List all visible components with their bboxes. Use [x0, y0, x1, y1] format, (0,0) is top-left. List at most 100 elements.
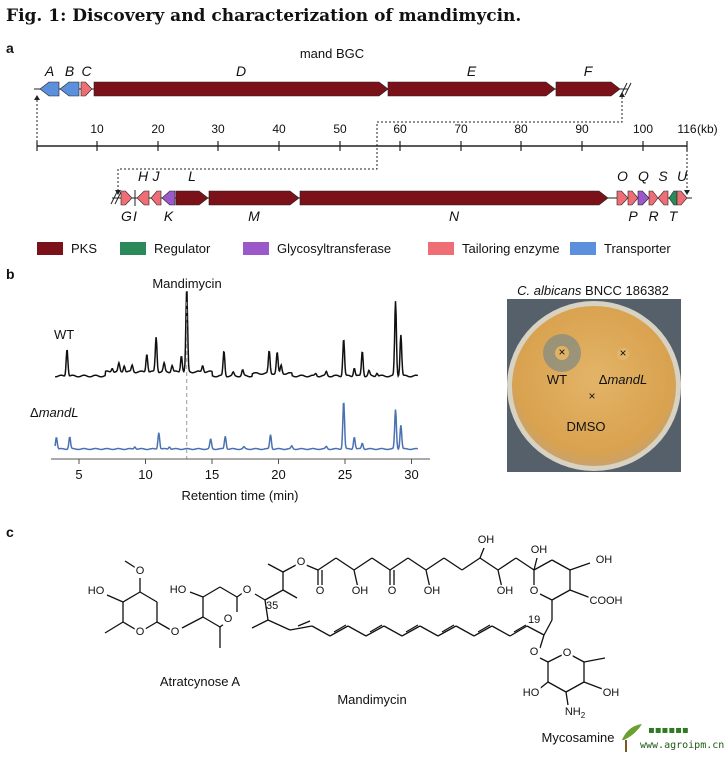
chemical-bond — [539, 593, 553, 601]
chemical-bond — [473, 625, 493, 637]
legend-swatch — [570, 242, 596, 255]
mandL-text: mandL — [607, 372, 648, 387]
chemical-bond — [539, 634, 545, 649]
c19-label: 19 — [528, 614, 541, 626]
x-axis-title: Retention time (min) — [181, 488, 299, 503]
mandL-text: mandL — [38, 405, 79, 420]
atom-oh: OH — [476, 534, 496, 546]
gene-label-T: T — [668, 208, 678, 224]
chemical-bond — [407, 557, 427, 571]
chemical-bond — [437, 625, 457, 637]
atom-oh: OH — [601, 687, 621, 699]
atom-o: O — [528, 585, 540, 597]
chemical-bond — [353, 557, 373, 571]
kb-tick-label: 100 — [632, 122, 654, 136]
chemical-bond — [583, 657, 606, 663]
trace-mandL — [54, 402, 419, 451]
x-tick-label: 5 — [75, 467, 83, 482]
chemical-bond — [565, 691, 569, 706]
watermark-url: www.agroipm.cn — [640, 740, 725, 751]
chemical-bond — [305, 564, 319, 571]
legend-swatch — [243, 242, 269, 255]
gene-F — [555, 81, 621, 97]
chemical-bond — [122, 591, 141, 603]
chemical-bond — [289, 625, 313, 631]
atom-o: O — [241, 584, 253, 596]
atom-ho: HO — [86, 585, 106, 597]
chemical-bond — [551, 559, 571, 571]
chemical-bond — [497, 557, 517, 571]
legend-swatch — [120, 242, 146, 255]
chemical-bond — [369, 624, 383, 633]
gene-R — [648, 190, 659, 206]
dmso-spot-mark: × — [588, 389, 596, 403]
atom-o: O — [134, 626, 146, 638]
atom-oh: OH — [350, 585, 370, 597]
chemical-bond — [509, 625, 528, 637]
x-tick-label: 10 — [138, 467, 153, 482]
legend-item-regulator: Regulator — [120, 241, 210, 256]
gene-E — [387, 81, 556, 97]
atom-ho: HO — [521, 687, 541, 699]
gene-C — [80, 81, 93, 97]
chemical-bond — [570, 654, 585, 663]
gene-O — [616, 190, 629, 206]
chemical-bond — [371, 557, 391, 571]
gene-label-S: S — [658, 168, 668, 184]
gene-label-O: O — [617, 168, 628, 184]
gene-label-K: K — [163, 208, 174, 224]
chemical-bond — [297, 620, 311, 627]
chemical-bond — [547, 654, 563, 663]
panel-label-c: c — [6, 524, 14, 540]
delta-symbol: Δ — [30, 405, 39, 420]
chemical-bond — [419, 625, 439, 637]
gene-label-Q: Q — [638, 168, 649, 184]
chemical-bond — [543, 619, 553, 636]
chemical-bond — [104, 621, 124, 634]
legend-swatch — [428, 242, 454, 255]
atom-o: O — [295, 556, 307, 568]
plate-title: C. albicans BNCC 186382 — [517, 283, 669, 298]
legend-item-pks: PKS — [37, 241, 97, 256]
figure-title: Fig. 1: Discovery and characterization o… — [6, 6, 522, 26]
gene-U — [676, 190, 688, 206]
break-mark-icon — [110, 191, 118, 205]
kb-tick-label: 50 — [333, 122, 347, 136]
legend-label: Glycosyltransferase — [277, 241, 392, 256]
chemical-bond — [264, 589, 284, 601]
gene-label-F: F — [583, 63, 593, 79]
legend-label: Regulator — [154, 241, 211, 256]
chemical-bond — [267, 619, 291, 631]
legend-item-transporter: Transporter — [570, 241, 671, 256]
chemical-bond — [389, 557, 409, 571]
kb-tick-label: 40 — [272, 122, 286, 136]
species-name: C. albicans — [517, 283, 582, 298]
gene-M — [208, 190, 300, 206]
chemical-bond — [333, 624, 347, 633]
legend-swatch — [37, 242, 63, 255]
chemical-bond — [335, 557, 355, 571]
atom-o: O — [314, 585, 326, 597]
kb-tick-label: 116 — [677, 122, 697, 136]
chemical-bond — [254, 593, 266, 601]
kb-tick-label: 60 — [393, 122, 407, 136]
legend-item-glycosyltransferase: Glycosyltransferase — [243, 241, 391, 256]
chemical-bond — [365, 625, 385, 637]
legend-label: PKS — [71, 241, 98, 256]
kb-tick-label: 90 — [575, 122, 589, 136]
chemical-bond — [317, 557, 337, 571]
gene-label-N: N — [448, 208, 460, 224]
gene-label-A: A — [44, 63, 55, 79]
subscript-2: 2 — [580, 711, 586, 721]
dashed-connector-middle — [117, 97, 623, 190]
atom-cooh: COOH — [588, 595, 624, 607]
chemical-bond — [477, 624, 491, 633]
arrowhead-icon — [115, 190, 121, 195]
plate-dmso-label: DMSO — [566, 419, 606, 434]
gene-K — [161, 190, 176, 206]
gene-L — [175, 190, 209, 206]
break-mark-icon — [114, 191, 122, 205]
gene-P — [627, 190, 639, 206]
gene-H — [136, 190, 150, 206]
